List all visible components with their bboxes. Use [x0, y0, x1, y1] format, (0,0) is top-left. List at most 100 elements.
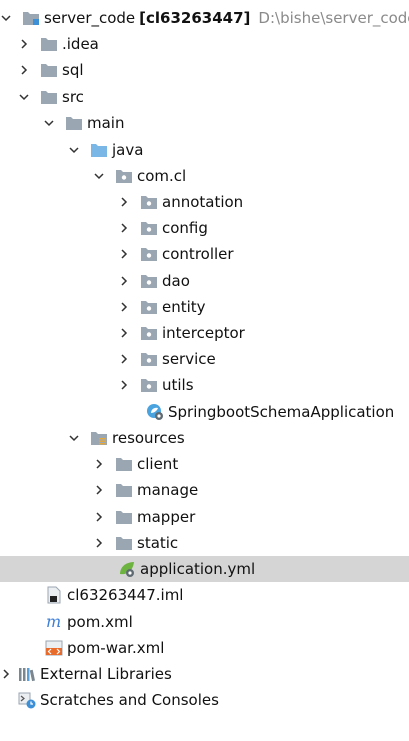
tree-label: pom.xml: [67, 613, 133, 631]
chevron-right-icon[interactable]: [93, 535, 105, 551]
iml-file-icon: [45, 586, 63, 604]
tree-label: External Libraries: [40, 665, 172, 683]
chevron-right-icon[interactable]: [118, 299, 130, 315]
chevron-down-icon[interactable]: [0, 10, 12, 26]
tree-row-dao[interactable]: dao: [0, 268, 409, 294]
chevron-right-icon[interactable]: [118, 246, 130, 262]
tree-row-main[interactable]: main: [0, 110, 409, 136]
tree-label: .idea: [62, 35, 99, 53]
tree-row-utils[interactable]: utils: [0, 372, 409, 398]
chevron-right-icon[interactable]: [118, 273, 130, 289]
chevron-down-icon[interactable]: [93, 168, 105, 184]
tree-row-client[interactable]: client: [0, 451, 409, 477]
tree-label: Scratches and Consoles: [40, 691, 219, 709]
resources-folder-icon: [90, 429, 108, 447]
chevron-down-icon[interactable]: [68, 430, 80, 446]
tree-label: annotation: [162, 193, 244, 211]
folder-icon: [115, 481, 133, 499]
folder-icon: [40, 88, 58, 106]
scratches-icon: [18, 691, 36, 709]
chevron-right-icon[interactable]: [118, 220, 130, 236]
project-path: D:\bishe\server_code: [258, 9, 409, 27]
tree-label: application.yml: [140, 560, 256, 578]
tree-row-manage[interactable]: manage: [0, 477, 409, 503]
tree-label: manage: [137, 481, 199, 499]
chevron-right-icon[interactable]: [93, 482, 105, 498]
tree-row-config[interactable]: config: [0, 215, 409, 241]
tree-label: entity: [162, 298, 206, 316]
tree-label: static: [137, 534, 179, 552]
tree-row-com-cl[interactable]: com.cl: [0, 163, 409, 189]
chevron-right-icon[interactable]: [118, 194, 130, 210]
chevron-down-icon[interactable]: [43, 115, 55, 131]
tree-row-mapper[interactable]: mapper: [0, 504, 409, 530]
tree-row-java[interactable]: java: [0, 137, 409, 163]
tree-row-iml[interactable]: cl63263447.iml: [0, 582, 409, 608]
tree-row-resources[interactable]: resources: [0, 425, 409, 451]
tree-row-entity[interactable]: entity: [0, 294, 409, 320]
xml-file-icon: [45, 639, 63, 657]
package-icon: [140, 324, 158, 342]
tree-label: service: [162, 350, 216, 368]
tree-row-annotation[interactable]: annotation: [0, 189, 409, 215]
folder-icon: [65, 114, 83, 132]
chevron-right-icon[interactable]: [93, 509, 105, 525]
tree-label: main: [87, 114, 125, 132]
tree-label: com.cl: [137, 167, 187, 185]
chevron-right-icon[interactable]: [18, 62, 30, 78]
tree-row-application-yml[interactable]: application.yml: [0, 556, 409, 582]
chevron-right-icon[interactable]: [0, 666, 12, 682]
tree-row-controller[interactable]: controller: [0, 241, 409, 267]
tree-row-static[interactable]: static: [0, 530, 409, 556]
tree-row-interceptor[interactable]: interceptor: [0, 320, 409, 346]
tree-label: controller: [162, 245, 234, 263]
tree-label: utils: [162, 376, 194, 394]
tree-label: SpringbootSchemaApplication: [168, 403, 395, 421]
folder-icon: [115, 534, 133, 552]
tree-label: pom-war.xml: [67, 639, 165, 657]
package-icon: [115, 167, 133, 185]
chevron-right-icon[interactable]: [118, 325, 130, 341]
project-name: server_code: [44, 9, 136, 27]
tree-label: sql: [62, 61, 84, 79]
chevron-right-icon[interactable]: [118, 377, 130, 393]
folder-icon: [115, 508, 133, 526]
tree-row-sql[interactable]: sql: [0, 57, 409, 83]
tree-label: interceptor: [162, 324, 245, 342]
library-icon: [18, 665, 36, 683]
package-icon: [140, 245, 158, 263]
spring-config-file-icon: [118, 560, 136, 578]
chevron-right-icon[interactable]: [93, 456, 105, 472]
tree-row-idea[interactable]: .idea: [0, 31, 409, 57]
package-icon: [140, 193, 158, 211]
chevron-down-icon[interactable]: [68, 142, 80, 158]
maven-icon: m: [45, 613, 63, 631]
tree-row-src[interactable]: src: [0, 84, 409, 110]
tree-label: resources: [112, 429, 185, 447]
chevron-right-icon[interactable]: [18, 36, 30, 52]
spring-boot-class-icon: [146, 403, 164, 421]
tree-label: dao: [162, 272, 190, 290]
chevron-down-icon[interactable]: [18, 89, 30, 105]
tree-label: cl63263447.iml: [67, 586, 184, 604]
tree-row-server-code[interactable]: server_code [cl63263447] D:\bishe\server…: [0, 5, 409, 31]
tree-row-scratches[interactable]: Scratches and Consoles: [0, 687, 409, 713]
folder-icon: [115, 455, 133, 473]
tree-label: src: [62, 88, 84, 106]
tree-label: client: [137, 455, 179, 473]
source-folder-icon: [90, 141, 108, 159]
tree-label: mapper: [137, 508, 196, 526]
tree-row-pom-xml[interactable]: m pom.xml: [0, 609, 409, 635]
folder-icon: [40, 61, 58, 79]
chevron-right-icon[interactable]: [118, 351, 130, 367]
module-folder-icon: [22, 9, 40, 27]
project-module: [cl63263447]: [139, 9, 251, 27]
tree-row-external-libraries[interactable]: External Libraries: [0, 661, 409, 687]
package-icon: [140, 376, 158, 394]
package-icon: [140, 272, 158, 290]
tree-row-service[interactable]: service: [0, 346, 409, 372]
tree-row-pom-war-xml[interactable]: pom-war.xml: [0, 635, 409, 661]
tree-row-springboot-application[interactable]: SpringbootSchemaApplication: [0, 399, 409, 425]
package-icon: [140, 350, 158, 368]
package-icon: [140, 219, 158, 237]
